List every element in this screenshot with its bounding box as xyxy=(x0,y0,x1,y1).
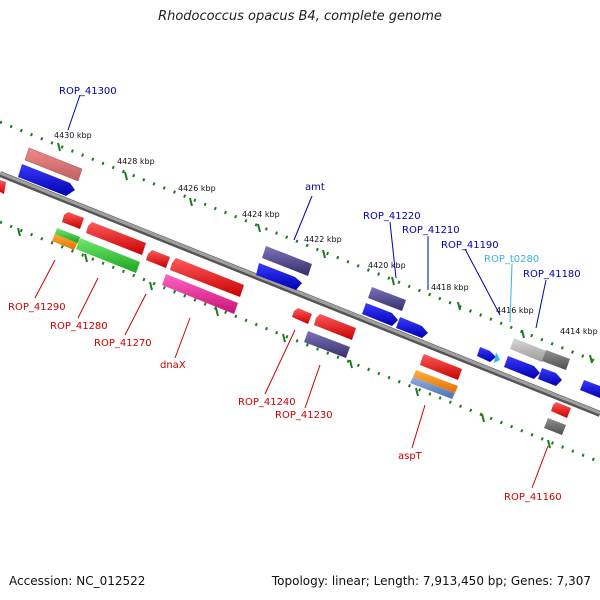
gene-label: ROP_41210 xyxy=(402,225,460,236)
gene-label: ROP_41270 xyxy=(94,338,152,349)
gene-rop-41190-feature[interactable] xyxy=(477,347,496,362)
gene-label: ROP_41280 xyxy=(50,321,108,332)
gene-label: ROP_t0280 xyxy=(484,254,539,265)
upper-major-ticks xyxy=(57,142,593,364)
leader-line xyxy=(389,221,397,279)
gene-rop-41230-feature[interactable] xyxy=(304,331,350,358)
gene-label: amt xyxy=(305,182,325,193)
gene-rop-41290-feature[interactable] xyxy=(52,228,80,250)
genome-title: Rhodococcus opacus B4, complete genome xyxy=(158,9,442,24)
topology-summary: Topology: linear; Length: 7,913,450 bp; … xyxy=(271,574,591,588)
gene-label: ROP_41230 xyxy=(275,410,333,421)
gene-dnax-feature[interactable] xyxy=(170,258,244,297)
gene-label: ROP_41190 xyxy=(441,240,499,251)
gene-feature-blue[interactable] xyxy=(580,380,600,398)
lower-major-ticks xyxy=(17,227,551,449)
gene-amt-feature[interactable] xyxy=(262,246,312,276)
gene-label: aspT xyxy=(398,451,423,462)
gene-asp-t-feature[interactable] xyxy=(410,370,458,399)
leader-line xyxy=(535,279,547,329)
accession-text: Accession: NC_012522 xyxy=(9,574,146,588)
scale-label: 4424 kbp xyxy=(242,210,280,219)
gene-feature-red[interactable] xyxy=(0,180,6,194)
gene-rop-41160-feature[interactable] xyxy=(544,402,571,435)
gene-feature-grey[interactable] xyxy=(510,338,546,362)
gene-rop-41180-feature[interactable] xyxy=(504,356,540,379)
gene-feature-blue[interactable] xyxy=(538,368,562,386)
leader-line xyxy=(34,259,56,299)
gene-rop-41280-feature[interactable] xyxy=(76,238,140,273)
gene-label: ROP_41240 xyxy=(238,397,296,408)
gene-feature-red[interactable] xyxy=(62,212,84,229)
leader-line xyxy=(411,404,426,449)
gene-rop-41220-feature[interactable] xyxy=(368,287,406,311)
gene-rop-41270-feature[interactable] xyxy=(146,250,170,268)
gene-feature-blue[interactable] xyxy=(362,303,398,326)
scale-label: 4418 kbp xyxy=(431,283,469,292)
scale-label: 4420 kbp xyxy=(368,261,406,270)
gene-label: ROP_41290 xyxy=(8,302,66,313)
gene-rop-41300-feature[interactable] xyxy=(24,147,83,182)
scale-label: 4422 kbp xyxy=(304,235,342,244)
gene-feature-blue[interactable] xyxy=(256,263,302,290)
leader-line xyxy=(531,445,549,489)
scale-label: 4414 kbp xyxy=(560,327,598,336)
leader-line xyxy=(264,329,296,395)
gene-label: ROP_41180 xyxy=(523,269,581,280)
scale-label: 4430 kbp xyxy=(54,131,92,140)
scale-label: 4426 kbp xyxy=(178,184,216,193)
scale-label: 4428 kbp xyxy=(117,157,155,166)
leader-line xyxy=(304,364,321,409)
gene-feature-magenta[interactable] xyxy=(162,274,238,314)
leader-line xyxy=(509,263,513,323)
gene-label: ROP_41300 xyxy=(59,86,117,97)
gene-label: dnaX xyxy=(160,360,186,371)
trna-rop-t0280-feature[interactable] xyxy=(494,352,500,363)
leader-line xyxy=(77,277,99,319)
gene-feature-darkgrey[interactable] xyxy=(542,350,570,370)
leader-line xyxy=(464,248,501,316)
leader-line xyxy=(293,195,313,241)
scale-label: 4416 kbp xyxy=(496,306,534,315)
leader-line xyxy=(124,293,147,336)
gene-feature-red[interactable] xyxy=(314,314,356,340)
gene-feature-blue[interactable] xyxy=(18,164,75,196)
leader-line xyxy=(174,317,191,359)
gene-label: ROP_41220 xyxy=(363,211,421,222)
gene-feature-red[interactable] xyxy=(86,222,146,255)
leader-line xyxy=(67,94,81,131)
gene-rop-41240-feature[interactable] xyxy=(292,308,312,324)
gene-label: ROP_41160 xyxy=(504,492,562,503)
gene-feature-red[interactable] xyxy=(420,354,462,380)
gene-rop-41210-feature[interactable] xyxy=(396,317,428,338)
